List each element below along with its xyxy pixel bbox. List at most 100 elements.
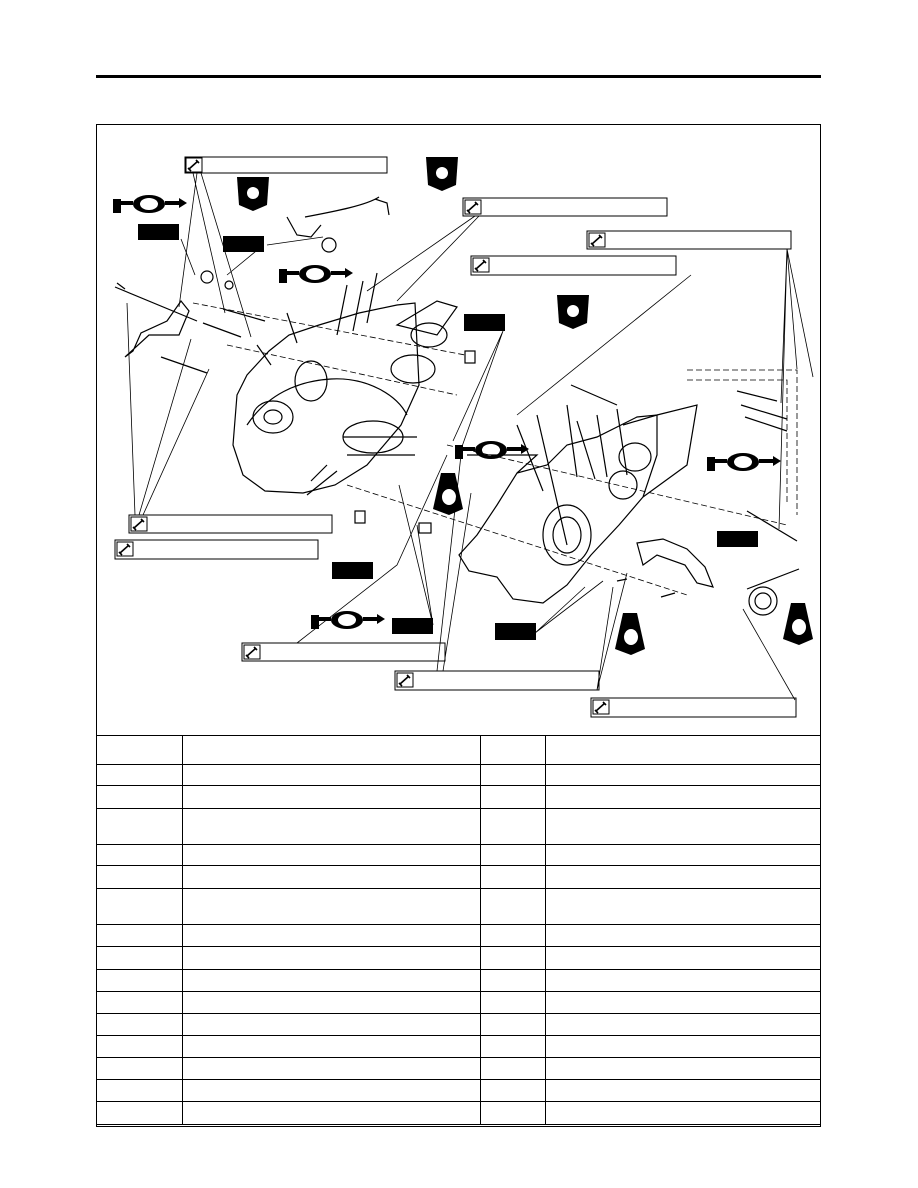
- part-order-cell: [479, 1057, 546, 1080]
- new-part-badge: [223, 236, 264, 252]
- new-part-badge: [392, 618, 433, 634]
- oil-apply-icon: [309, 609, 387, 631]
- part-order-cell: [97, 1057, 183, 1080]
- part-name-cell: [181, 764, 481, 786]
- lt-sealant-icon: [783, 603, 813, 645]
- part-order-cell: [97, 808, 183, 845]
- part-name-cell: [544, 1079, 820, 1102]
- part-name-cell: [544, 946, 820, 970]
- part-order-cell: [479, 969, 546, 992]
- table-row: [97, 1013, 820, 1036]
- part-order-cell: [479, 946, 546, 970]
- table-row: [97, 1101, 820, 1125]
- table-row: [97, 1057, 820, 1080]
- part-order-cell: [97, 969, 183, 992]
- part-name-cell: [181, 991, 481, 1014]
- lt-sealant-icon: [557, 295, 589, 329]
- part-name-cell: [181, 924, 481, 947]
- lt-sealant-icon: [237, 177, 269, 211]
- torque-callout: [590, 697, 797, 718]
- part-name-cell: [181, 1079, 481, 1102]
- part-order-cell: [97, 785, 183, 809]
- new-part-badge: [332, 562, 373, 579]
- torque-callout: [462, 197, 668, 217]
- lt-sealant-icon: [615, 613, 645, 655]
- table-row: [97, 1079, 820, 1102]
- table-row: [97, 764, 820, 786]
- part-order-cell: [479, 844, 546, 866]
- part-order-cell: [97, 1101, 183, 1125]
- part-name-cell: [544, 735, 820, 765]
- table-row: [97, 969, 820, 992]
- part-name-cell: [181, 1101, 481, 1125]
- crankcase-exploded-diagram: [111, 156, 814, 718]
- part-name-cell: [181, 808, 481, 845]
- oil-apply-icon: [277, 263, 355, 285]
- oil-apply-icon: [453, 439, 531, 461]
- part-order-cell: [479, 735, 546, 765]
- leader-lines: [126, 172, 814, 701]
- part-name-cell: [181, 1035, 481, 1058]
- content-frame: [96, 124, 821, 1127]
- part-name-cell: [181, 888, 481, 925]
- torque-callout: [128, 514, 333, 534]
- left-crankcase: [232, 272, 458, 496]
- parts-table: [97, 735, 820, 1125]
- part-name-cell: [544, 1101, 820, 1125]
- part-name-cell: [544, 808, 820, 845]
- new-part-badge: [717, 531, 758, 547]
- part-order-cell: [97, 844, 183, 866]
- torque-callout: [241, 642, 446, 662]
- part-order-cell: [479, 888, 546, 925]
- part-order-cell: [479, 1035, 546, 1058]
- table-row: [97, 735, 820, 765]
- table-row: [97, 991, 820, 1014]
- table-row: [97, 946, 820, 970]
- new-part-badge: [495, 623, 536, 640]
- part-order-cell: [97, 991, 183, 1014]
- part-order-cell: [479, 1079, 546, 1102]
- part-name-cell: [181, 969, 481, 992]
- part-order-cell: [97, 865, 183, 889]
- part-order-cell: [97, 764, 183, 786]
- part-order-cell: [479, 1101, 546, 1125]
- part-name-cell: [544, 1013, 820, 1036]
- part-name-cell: [181, 785, 481, 809]
- new-part-badge: [138, 224, 179, 240]
- part-order-cell: [97, 946, 183, 970]
- part-name-cell: [544, 888, 820, 925]
- part-order-cell: [97, 1079, 183, 1102]
- header-rule: [96, 75, 821, 78]
- part-name-cell: [544, 785, 820, 809]
- part-name-cell: [544, 924, 820, 947]
- table-row: [97, 808, 820, 845]
- part-order-cell: [97, 1013, 183, 1036]
- oil-apply-icon: [111, 193, 189, 215]
- part-order-cell: [479, 1013, 546, 1036]
- part-name-cell: [544, 1035, 820, 1058]
- part-name-cell: [181, 844, 481, 866]
- part-name-cell: [544, 991, 820, 1014]
- torque-callout: [586, 230, 792, 250]
- part-name-cell: [181, 946, 481, 970]
- part-order-cell: [479, 865, 546, 889]
- part-order-cell: [97, 888, 183, 925]
- torque-callout: [470, 255, 677, 276]
- part-order-cell: [479, 785, 546, 809]
- part-name-cell: [181, 865, 481, 889]
- part-order-cell: [479, 808, 546, 845]
- part-name-cell: [544, 1057, 820, 1080]
- part-name-cell: [544, 844, 820, 866]
- part-name-cell: [181, 1013, 481, 1036]
- part-order-cell: [97, 924, 183, 947]
- torque-callout: [394, 670, 600, 691]
- torque-callout: [184, 156, 388, 174]
- part-name-cell: [181, 735, 481, 765]
- oil-apply-icon: [705, 451, 783, 473]
- part-order-cell: [97, 1035, 183, 1058]
- part-name-cell: [544, 969, 820, 992]
- table-row: [97, 888, 820, 925]
- new-part-badge: [464, 314, 505, 331]
- torque-callout: [114, 539, 319, 560]
- table-row: [97, 785, 820, 809]
